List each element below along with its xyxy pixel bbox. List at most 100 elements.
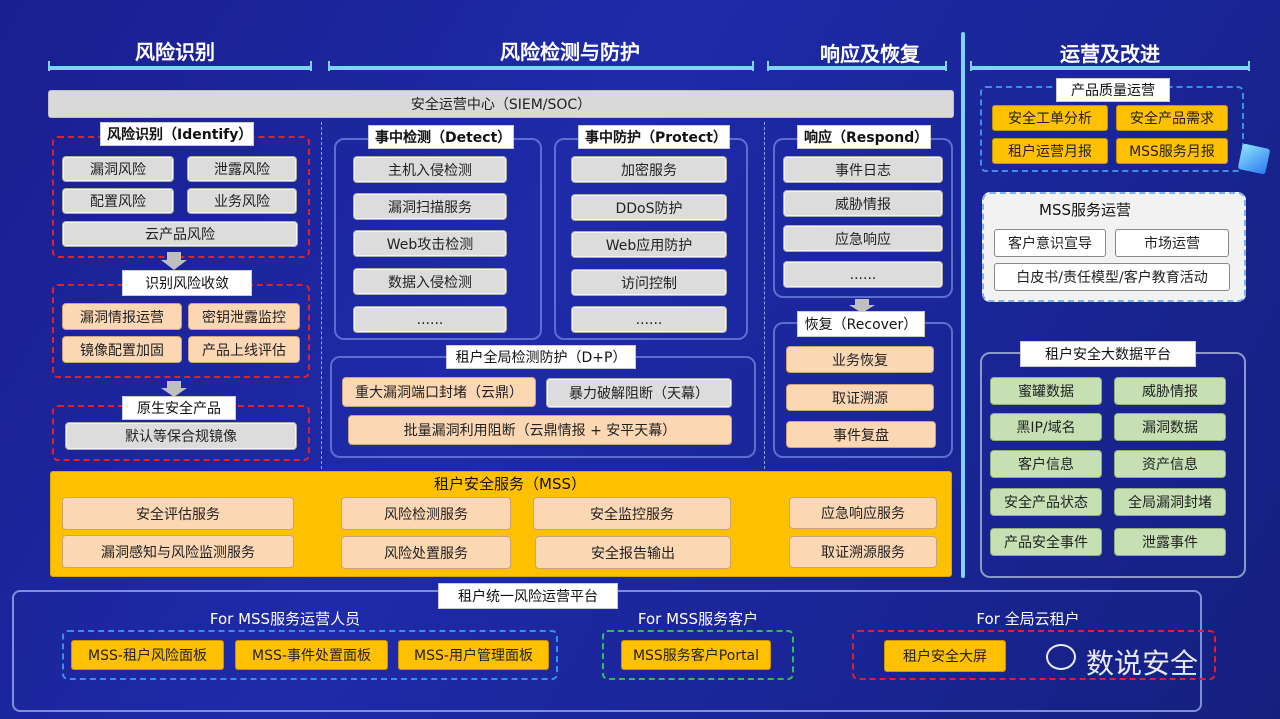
bigdata-item-4: 客户信息 [990, 450, 1102, 478]
bigdata-item-1: 威胁情报 [1114, 377, 1226, 405]
respond-item-2: 应急响应 [783, 225, 943, 252]
platform-ops-item-0: MSS-租户风险面板 [71, 640, 224, 670]
arrow-down-2-head [161, 388, 187, 397]
identify-title: 风险识别（Identify） [100, 122, 254, 146]
detect-item-4: ...... [353, 306, 507, 333]
detect-item-0: 主机入侵检测 [353, 156, 507, 183]
soc-bar: 安全运营中心（SIEM/SOC） [48, 90, 954, 118]
arrow-down-1-head [161, 260, 187, 270]
respond-item-1: 威胁情报 [783, 190, 943, 217]
platform-tenant-label: For 全局云租户 [976, 610, 1080, 628]
dp-item-0: 重大漏洞端口封堵（云鼎） [342, 377, 536, 407]
header-identify: 风险识别 [135, 40, 215, 64]
platform-ops-item-2: MSS-用户管理面板 [398, 640, 549, 670]
header-detect-protect: 风险检测与防护 [500, 40, 640, 64]
watermark-text: 数说安全 [1086, 647, 1199, 680]
bigdata-item-7: 全局漏洞封堵 [1114, 488, 1226, 516]
header-line-detect-protect [328, 61, 754, 71]
recover-title: 恢复（Recover） [797, 311, 925, 337]
quality-item-2: 租户运营月报 [992, 138, 1108, 164]
mss-ops-title: MSS服务运营 [1039, 201, 1131, 219]
respond-item-3: ...... [783, 261, 943, 288]
platform-ops-group [62, 630, 558, 680]
identify-item-cloud: 云产品风险 [62, 221, 298, 247]
recover-item-0: 业务恢复 [786, 346, 934, 373]
identify-item-config: 配置风险 [62, 188, 174, 214]
arrow-down-3-head [849, 305, 875, 313]
platform-customer-group [602, 630, 794, 680]
dp-title: 租户全局检测防护（D+P） [446, 345, 636, 369]
converge-item-2: 镜像配置加固 [62, 336, 182, 363]
dp-item-1: 暴力破解阻断（天幕） [546, 378, 732, 408]
detect-title: 事中检测（Detect） [368, 125, 514, 149]
mss-item-7: 取证溯源服务 [789, 536, 937, 568]
identify-item-business: 业务风险 [187, 188, 297, 214]
mss-title: 租户安全服务（MSS） [434, 475, 586, 493]
mss-item-5: 安全报告输出 [535, 536, 731, 569]
protect-item-2: Web应用防护 [571, 231, 727, 258]
protect-item-1: DDoS防护 [571, 194, 727, 221]
header-operate: 运营及改进 [1060, 42, 1160, 66]
bigdata-item-6: 安全产品状态 [990, 488, 1102, 516]
bigdata-item-9: 泄露事件 [1114, 528, 1226, 556]
platform-tenant-item-0: 租户安全大屏 [884, 640, 1006, 672]
bigdata-item-2: 黑IP/域名 [990, 413, 1102, 441]
native-item-0: 默认等保合规镜像 [65, 422, 297, 450]
bigdata-item-8: 产品安全事件 [990, 528, 1102, 556]
respond-item-0: 事件日志 [783, 156, 943, 183]
converge-item-0: 漏洞情报运营 [62, 303, 182, 330]
mss-ops-item-2: 白皮书/责任模型/客户教育活动 [994, 263, 1230, 291]
native-title: 原生安全产品 [122, 396, 236, 420]
header-respond-recover: 响应及恢复 [820, 42, 920, 66]
divider-1 [321, 122, 322, 474]
cube-icon [1237, 143, 1271, 175]
mss-item-4: 风险处置服务 [341, 536, 511, 569]
header-line-identify [48, 61, 312, 71]
protect-item-4: ...... [571, 306, 727, 333]
mss-item-3: 安全监控服务 [533, 497, 731, 530]
converge-item-1: 密钥泄露监控 [188, 303, 300, 330]
dp-item-2: 批量漏洞利用阻断（云鼎情报 + 安平天幕） [348, 415, 732, 445]
detect-item-1: 漏洞扫描服务 [353, 193, 507, 220]
quality-item-3: MSS服务月报 [1116, 138, 1228, 164]
wechat-icon [1046, 644, 1076, 670]
vertical-separator [961, 32, 965, 578]
platform-tenant-group [852, 630, 1216, 680]
bigdata-title: 租户安全大数据平台 [1020, 341, 1196, 367]
protect-item-0: 加密服务 [571, 156, 727, 183]
detect-item-3: 数据入侵检测 [353, 268, 507, 295]
mss-item-0: 安全评估服务 [62, 497, 294, 530]
arrow-down-3 [855, 299, 869, 305]
quality-title: 产品质量运营 [1056, 78, 1170, 102]
mss-item-6: 应急响应服务 [789, 497, 937, 529]
protect-item-3: 访问控制 [571, 269, 727, 296]
header-line-operate [970, 61, 1250, 71]
arrow-down-1 [167, 252, 181, 262]
identify-item-leak: 泄露风险 [187, 156, 297, 182]
recover-item-2: 事件复盘 [786, 421, 936, 448]
platform-customer-item-0: MSS服务客户Portal [621, 640, 771, 670]
mss-ops-item-0: 客户意识宣导 [994, 229, 1106, 257]
arrow-down-2 [167, 381, 181, 389]
converge-title: 识别风险收敛 [122, 270, 252, 296]
mss-item-2: 风险检测服务 [341, 497, 511, 530]
identify-item-vuln: 漏洞风险 [62, 156, 174, 182]
platform-title: 租户统一风险运营平台 [438, 583, 618, 609]
detect-item-2: Web攻击检测 [353, 230, 507, 257]
bigdata-item-0: 蜜罐数据 [990, 377, 1102, 405]
bigdata-item-5: 资产信息 [1114, 450, 1226, 478]
quality-item-1: 安全产品需求 [1116, 105, 1228, 131]
converge-group [52, 284, 310, 378]
platform-ops-item-1: MSS-事件处置面板 [235, 640, 388, 670]
protect-title: 事中防护（Protect） [578, 125, 730, 149]
quality-item-0: 安全工单分析 [992, 105, 1108, 131]
respond-title: 响应（Respond） [797, 125, 931, 149]
platform-customer-label: For MSS服务客户 [637, 610, 759, 628]
platform-ops-label: For MSS服务运营人员 [209, 610, 361, 628]
mss-ops-item-1: 市场运营 [1115, 229, 1229, 257]
bigdata-item-3: 漏洞数据 [1114, 413, 1226, 441]
mss-item-1: 漏洞感知与风险监测服务 [62, 535, 294, 568]
converge-item-3: 产品上线评估 [188, 336, 300, 363]
header-line-respond [767, 61, 947, 71]
divider-2 [764, 122, 765, 474]
